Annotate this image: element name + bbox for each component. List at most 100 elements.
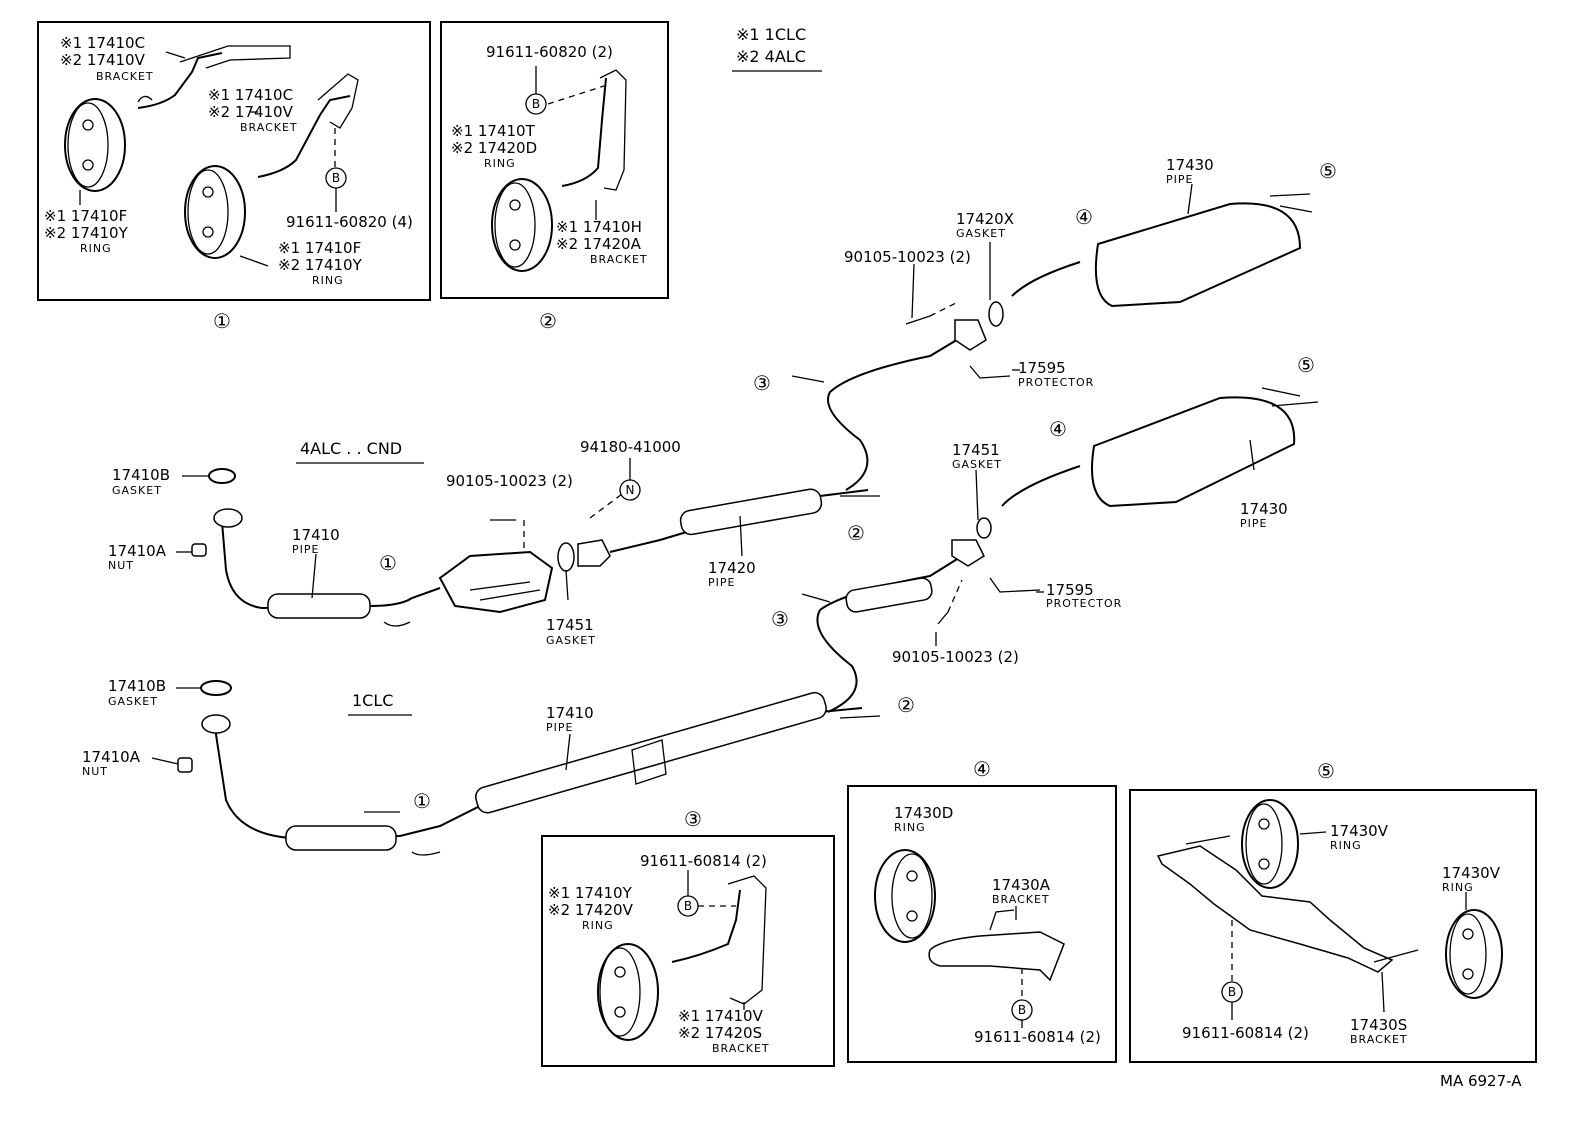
inset4-bracket-name: BRACKET xyxy=(992,893,1050,906)
inset5-bracket-name: BRACKET xyxy=(1350,1033,1408,1046)
lower-gasket-rear-name: GASKET xyxy=(952,458,1002,471)
upper-gasket-front: 17410B xyxy=(112,466,170,484)
upper-nut-n: 94180-41000 xyxy=(580,438,681,456)
inset5-ring-b: 17430V xyxy=(1442,864,1501,882)
lower-ref-4: ④ xyxy=(1049,417,1067,441)
upper-gasket-rear-name: GASKET xyxy=(956,227,1006,240)
inset3-callout-b xyxy=(677,895,699,917)
upper-front-nut xyxy=(191,543,207,557)
upper-tail-hanger xyxy=(791,375,825,383)
inset1-ring-left-name: RING xyxy=(80,242,112,255)
upper-front-resonator xyxy=(267,593,371,619)
upper-callout-n-text: N xyxy=(626,483,635,497)
lower-ref-5: ⑤ xyxy=(1297,353,1315,377)
upper-ref-5: ⑤ xyxy=(1319,159,1337,183)
upper-gasket-front-name: GASKET xyxy=(112,484,162,497)
lower-gasket-front-name: GASKET xyxy=(108,695,158,708)
inset1-bracket-plate-mid xyxy=(317,73,359,129)
inset1-ring-left xyxy=(64,98,126,192)
upper-leader-pipe xyxy=(311,553,317,599)
inset5-callout-b xyxy=(1221,981,1243,1003)
inset4-callout-b-text: B xyxy=(1018,1003,1026,1017)
inset5-ring-a: 17430V xyxy=(1330,822,1389,840)
upper-front-pipe-name: PIPE xyxy=(292,543,319,556)
upper-gasket-cat-name: GASKET xyxy=(546,634,596,647)
upper-leader-tail xyxy=(1187,183,1193,215)
lower-tail-pipe xyxy=(816,555,963,713)
upper-ref-2: ② xyxy=(847,521,865,545)
lower-front-hangers xyxy=(364,811,441,856)
engine-legend: ※1 1CLC ※2 4ALC xyxy=(732,25,822,72)
inset3-bracket-1: ※1 17410V xyxy=(678,1007,764,1025)
inset1-bracket-top-name: BRACKET xyxy=(96,70,154,83)
lower-tail-pipe-name: PIPE xyxy=(1240,517,1267,530)
upper-bolt-cat: 90105-10023 (2) xyxy=(446,472,573,490)
inset3-number: ③ xyxy=(684,807,702,831)
lower-center-hanger xyxy=(839,715,881,719)
inset4-bracket-stud xyxy=(989,909,1015,931)
upper-rear-bolt-dash xyxy=(929,301,959,317)
inset2-ring-name: RING xyxy=(484,157,516,170)
inset5-bolt: 91611-60814 (2) xyxy=(1182,1024,1309,1042)
inset1-bracket-mid-1: ※1 17410C xyxy=(208,86,293,104)
inset3-bolt: 91611-60814 (2) xyxy=(640,852,767,870)
upper-rear-gasket xyxy=(988,301,1004,327)
upper-center-resonator xyxy=(679,488,823,536)
inset3-ring xyxy=(597,943,659,1041)
inset-4: B ④ 17430D RING 17430A BRACKET 91611-608… xyxy=(847,757,1117,1063)
inset2-bolt: 91611-60820 (2) xyxy=(486,43,613,61)
inset2-bracket-2: ※2 17420A xyxy=(556,235,642,253)
upper-protector-name: PROTECTOR xyxy=(1018,376,1094,389)
upper-leader-rear-bolt xyxy=(911,263,915,319)
upper-tail-pipe-name: PIPE xyxy=(1166,173,1193,186)
upper-leader-center-pipe xyxy=(739,515,743,557)
inset-1: B ※1 17410C ※2 17410V BRACKET ※1 17410C … xyxy=(37,21,431,333)
inset1-bracket-top-2: ※2 17410V xyxy=(60,51,146,69)
inset2-bracket-plate xyxy=(599,69,627,191)
inset1-leader-4 xyxy=(239,255,269,267)
upper-front-pipe-number: 17410 xyxy=(292,526,340,544)
upper-tail-pipe xyxy=(827,337,961,491)
upper-gasket-cat: 17451 xyxy=(546,616,594,634)
upper-cat-ribs xyxy=(469,581,541,601)
upper-muffler-tips xyxy=(1269,193,1313,213)
inset4-callout-b xyxy=(1011,999,1033,1021)
lower-bolt-rear: 90105-10023 (2) xyxy=(892,648,1019,666)
lower-mid-clamp xyxy=(631,739,667,785)
upper-front-flange xyxy=(213,508,243,528)
lower-front-gasket xyxy=(200,680,232,696)
lower-ref-2: ② xyxy=(897,693,915,717)
upper-ref-4: ④ xyxy=(1075,205,1093,229)
inset3-bracket-pipe xyxy=(671,889,741,963)
inset5-ring-b-name: RING xyxy=(1442,881,1474,894)
lower-tail-hanger xyxy=(801,593,831,603)
upper-front-hanger xyxy=(383,621,411,627)
inset1-bracket-mid-name: BRACKET xyxy=(240,121,298,134)
inset-5-frame xyxy=(1129,789,1537,1063)
upper-nut: 17410A xyxy=(108,542,167,560)
lower-muffler-tips xyxy=(1261,387,1319,407)
lower-gasket-rear: 17451 xyxy=(952,441,1000,459)
lower-leader-pipe xyxy=(565,733,571,771)
inset3-ring-1: ※1 17410Y xyxy=(548,884,633,902)
lower-long-pipe-body xyxy=(475,691,827,814)
inset5-leader-ring-a xyxy=(1299,831,1327,835)
lower-pipe-name: PIPE xyxy=(546,721,573,734)
upper-muffler xyxy=(1094,202,1302,308)
inset1-ring-right-2: ※2 17410Y xyxy=(278,256,363,274)
inset4-number: ④ xyxy=(973,757,991,781)
inset-3-frame xyxy=(541,835,835,1067)
upper-muffler-inlet xyxy=(1011,261,1081,297)
upper-bolt-rear: 90105-10023 (2) xyxy=(844,248,971,266)
lower-tail-resonator xyxy=(845,577,933,613)
inset2-number: ② xyxy=(539,309,557,333)
upper-section-title: 4ALC . . CND xyxy=(300,439,402,458)
inset5-bracket-pins xyxy=(1185,835,1419,963)
upper-nut-name: NUT xyxy=(108,559,134,572)
lower-protector xyxy=(989,577,1041,593)
inset4-bracket-number: 17430A xyxy=(992,876,1051,894)
inset5-bracket-number: 17430S xyxy=(1350,1016,1407,1034)
inset5-number: ⑤ xyxy=(1317,759,1335,783)
upper-tail-flange xyxy=(954,319,987,351)
inset1-pipe-end-top xyxy=(137,95,153,103)
